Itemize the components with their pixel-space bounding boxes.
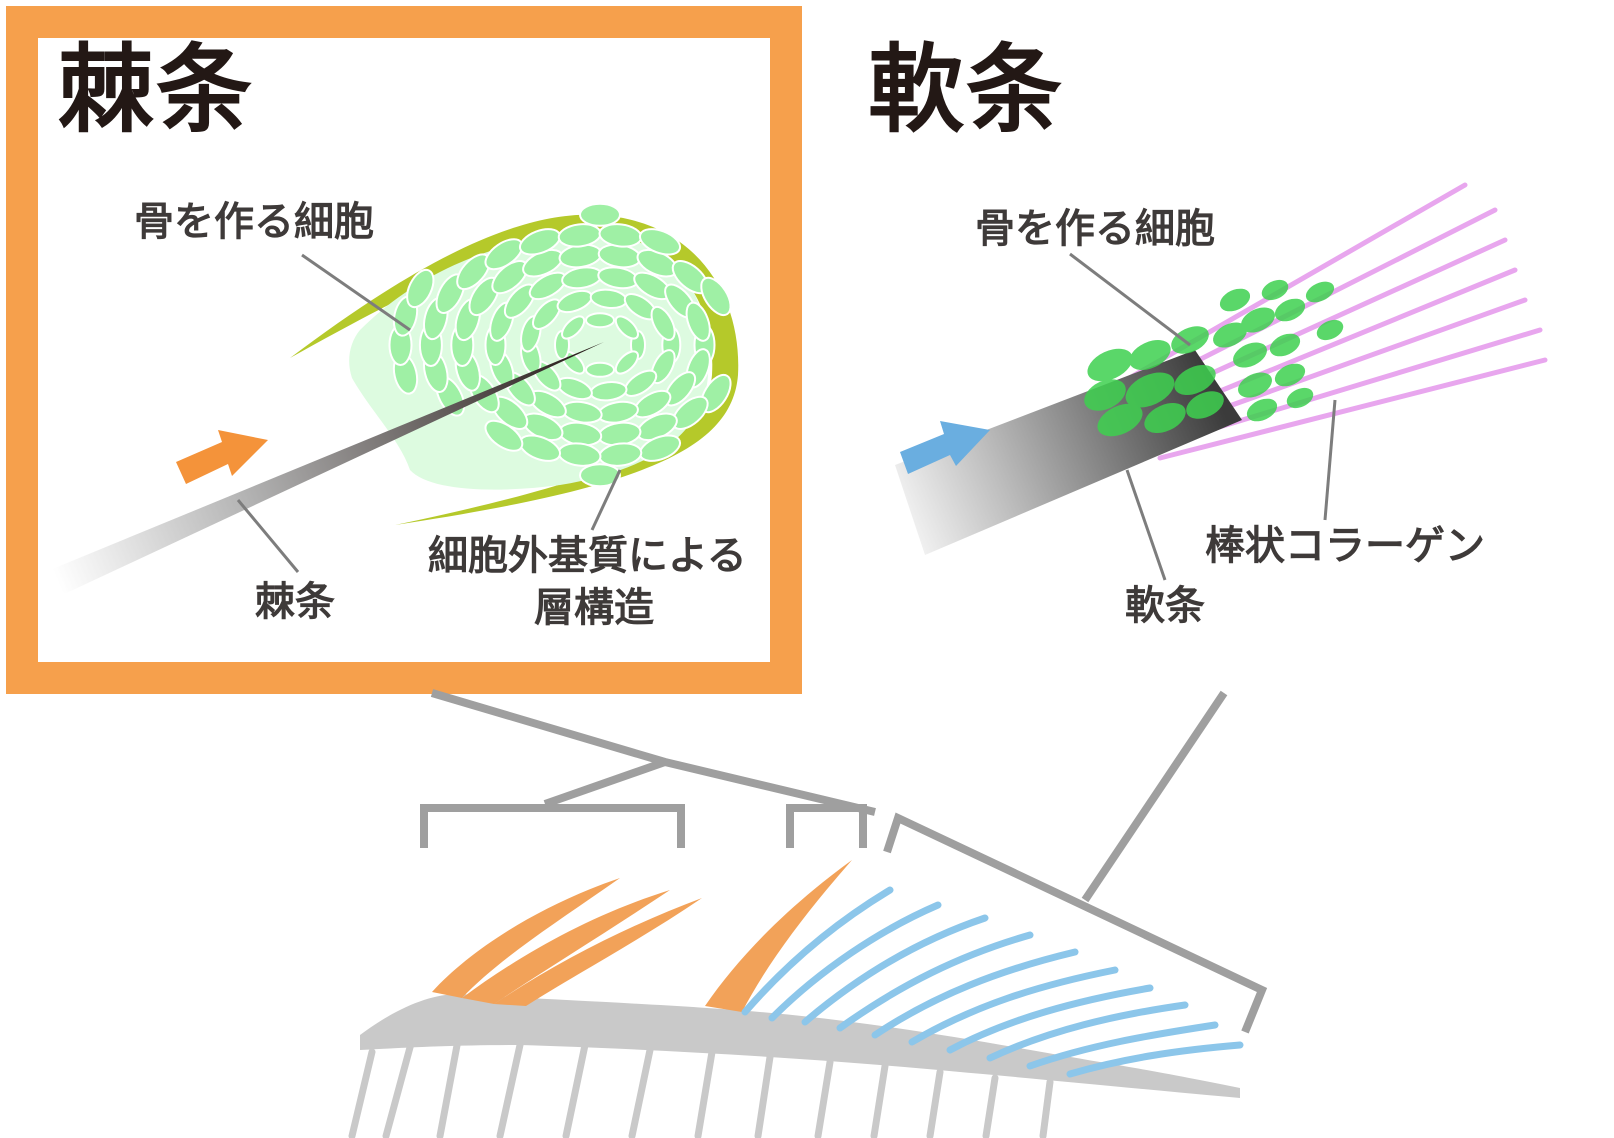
osteoblast-cell xyxy=(1246,398,1278,422)
spine-ray-shaft xyxy=(50,342,604,596)
osteoblast-cell xyxy=(585,361,615,378)
fish-skeleton xyxy=(348,860,1244,1138)
growth-arrow-soft xyxy=(900,421,990,474)
matrix-label-line2: 層構造 xyxy=(534,585,654,631)
osteoblast-cell xyxy=(585,312,615,329)
osteoblast-cell xyxy=(700,276,732,317)
osteoblast-cell xyxy=(1097,403,1143,437)
osteoblast-cell xyxy=(1269,333,1301,357)
osteoblast-cell xyxy=(685,301,711,342)
osteoblast-cell xyxy=(1125,372,1175,408)
osteoblast-cell xyxy=(579,463,621,488)
osteoblast-cell xyxy=(1274,298,1306,322)
osteoblast-cell xyxy=(1241,307,1275,333)
osteoblast-cell xyxy=(638,228,682,256)
osteoblast-cell xyxy=(614,350,639,375)
matrix-label-line1: 細胞外基質による xyxy=(428,533,747,579)
osteoblast-cell xyxy=(1129,339,1171,371)
spine-leader-lines xyxy=(236,253,622,573)
soft-leader-lines xyxy=(1069,252,1337,581)
osteoblast-cell xyxy=(406,268,435,309)
osteoblast-cell xyxy=(531,298,562,330)
osteoblast-cell xyxy=(484,419,524,452)
osteoblast-cell xyxy=(1144,402,1186,434)
soft-ray-label: 軟条 xyxy=(1125,583,1205,629)
osteoblast-cell xyxy=(1174,364,1216,396)
soft-ray-title: 軟条 xyxy=(868,34,1064,146)
osteoblast-cell xyxy=(1274,363,1306,387)
osteoblast-cells-spine xyxy=(388,202,732,488)
osteoblast-cells-soft xyxy=(1084,279,1344,437)
osteoblast-cell xyxy=(650,305,676,341)
osteoblast-cell xyxy=(1261,279,1289,301)
osteoblast-cell xyxy=(1084,379,1126,411)
spine-cells-label: 骨を作る細胞 xyxy=(134,199,374,245)
osteoblast-cell xyxy=(1213,322,1247,348)
osteoblast-cell xyxy=(1171,326,1209,354)
osteoblast-cell xyxy=(1087,348,1133,382)
spine-ray-title: 棘条 xyxy=(58,34,254,146)
osteoblast-cell xyxy=(1316,319,1344,341)
matrix-envelope xyxy=(290,214,739,525)
osteoblast-cell xyxy=(614,315,639,340)
soft-cells-label: 骨を作る細胞 xyxy=(975,206,1215,252)
connector-lines xyxy=(420,689,1268,1034)
spine-ray-label: 棘条 xyxy=(255,579,335,625)
osteoblast-cell xyxy=(1305,281,1335,303)
osteoblast-cell xyxy=(1233,342,1267,368)
osteoblast-cell xyxy=(579,202,621,227)
growth-arrow-spine xyxy=(176,430,268,484)
osteoblast-cell xyxy=(1286,387,1314,409)
osteoblast-cell xyxy=(1186,391,1224,419)
collagen-label: 棒状コラーゲン xyxy=(1205,523,1485,569)
pterygiophore-base xyxy=(360,994,1240,1098)
osteoblast-cell xyxy=(1219,288,1251,312)
osteoblast-cell xyxy=(1238,372,1272,398)
osteoblast-cell xyxy=(561,315,586,340)
